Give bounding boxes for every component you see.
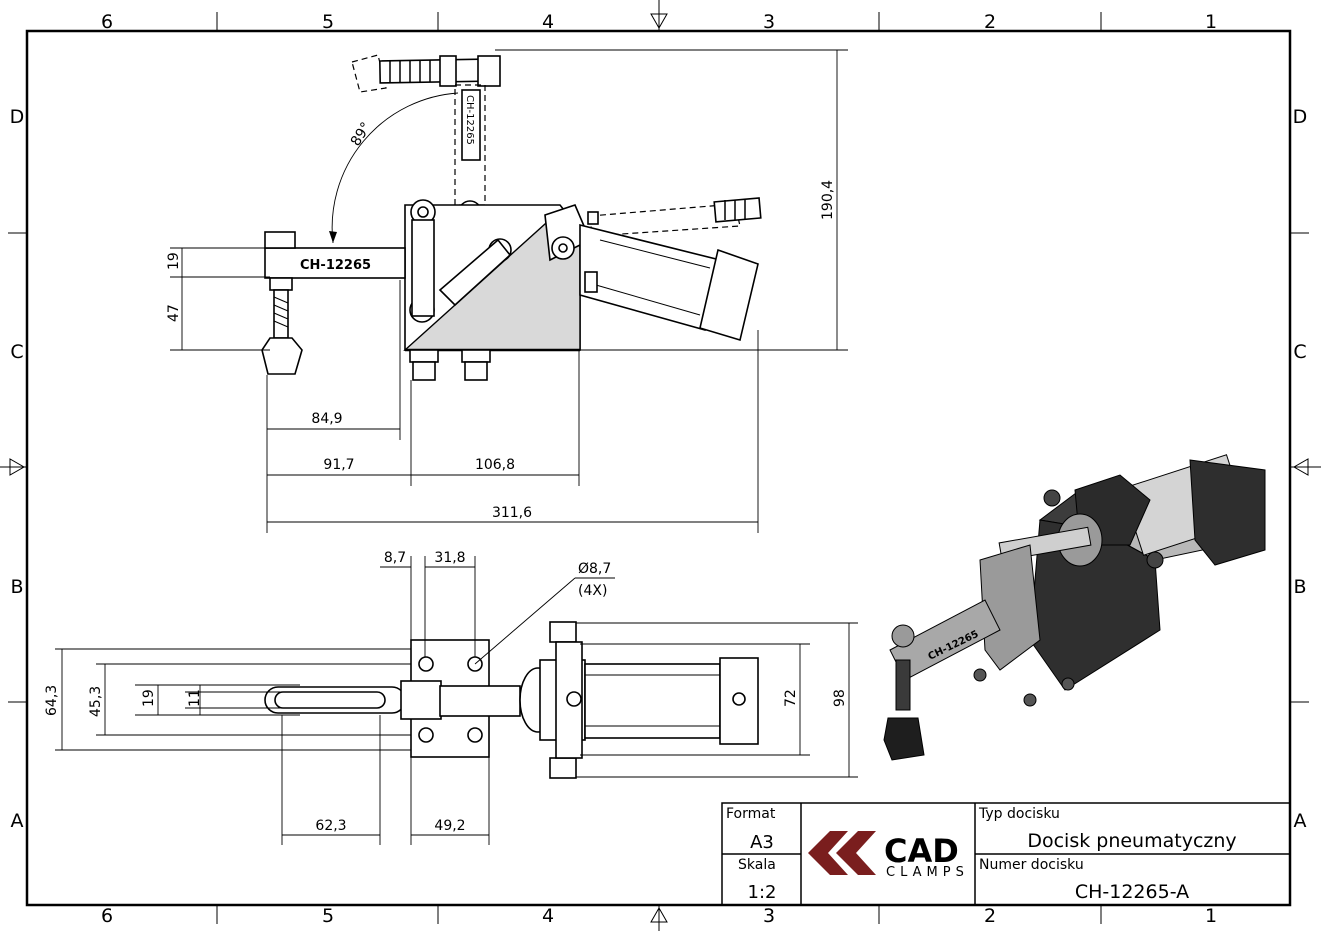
arrowhead [329, 231, 337, 243]
scale-label: Skala [738, 857, 776, 873]
dim-height-arm: 19 [166, 252, 182, 270]
zone-col-bottom: 2 [984, 905, 996, 927]
zone-row-right: B [1293, 576, 1306, 598]
format-value: A3 [750, 832, 774, 853]
isometric-view: CH-12265 [883, 454, 1266, 761]
dim-62-3: 62,3 [315, 818, 346, 834]
zone-labels: 6 5 4 3 2 1 6 5 4 3 2 1 D C B A D C B A [10, 11, 1308, 927]
zone-col-top: 2 [984, 11, 996, 33]
dim-19: 19 [141, 689, 157, 707]
zone-col-bottom: 6 [101, 905, 113, 927]
dim-45-3: 45,3 [88, 686, 104, 717]
cad-clamps-logo: CAD CLAMPS [808, 831, 969, 880]
scale-value: 1:2 [748, 882, 777, 903]
dim-8-7: 8,7 [384, 550, 406, 566]
side-view: CH-12265 [166, 49, 848, 533]
open-position-outline: CH-12265 [351, 54, 762, 237]
top-view: 64,3 45,3 19 11 72 98 8,7 31,8 Ø8,7 [44, 550, 858, 845]
part-label: CH-12265 [300, 258, 371, 273]
dim-49-2: 49,2 [434, 818, 465, 834]
zone-row-left: D [10, 106, 25, 128]
type-value: Docisk pneumatyczny [1027, 830, 1236, 852]
dim-height-total: 190,4 [820, 180, 836, 220]
title-block: Format A3 Skala 1:2 Typ docisku Docisk p… [721, 802, 1291, 906]
dim-106-8: 106,8 [475, 457, 515, 473]
dim-hole-diameter: Ø8,7 [578, 561, 611, 577]
dim-91-7: 91,7 [323, 457, 354, 473]
zone-col-top: 3 [763, 11, 775, 33]
zone-col-top: 4 [542, 11, 554, 33]
zone-col-bottom: 4 [542, 905, 554, 927]
clamp-body [403, 199, 592, 381]
dim-64-3: 64,3 [44, 685, 60, 716]
zone-row-right: C [1293, 341, 1306, 363]
format-label: Format [726, 806, 776, 822]
clamping-arm: CH-12265 [261, 231, 406, 375]
zone-row-right: A [1294, 810, 1307, 832]
pneumatic-cylinder [579, 211, 759, 342]
logo-sub-text: CLAMPS [886, 865, 969, 880]
dim-11: 11 [187, 689, 203, 707]
zone-col-bottom: 1 [1205, 905, 1217, 927]
zone-col-top: 6 [101, 11, 113, 33]
dim-311-6: 311,6 [492, 505, 532, 521]
zone-row-left: C [10, 341, 23, 363]
zone-row-left: A [11, 810, 24, 832]
dim-height-spindle: 47 [166, 304, 182, 322]
zone-col-bottom: 5 [322, 905, 334, 927]
zone-col-bottom: 3 [763, 905, 775, 927]
number-value: CH-12265-A [1075, 881, 1189, 903]
logo-main-text: CAD [884, 832, 959, 870]
dim-98: 98 [832, 689, 848, 707]
dim-hole-count: (4X) [578, 583, 607, 599]
number-label: Numer docisku [979, 857, 1084, 873]
rotated-part-label: CH-12265 [464, 95, 475, 145]
type-label: Typ docisku [978, 806, 1060, 822]
zone-row-right: D [1293, 106, 1308, 128]
dim-84-9: 84,9 [311, 411, 342, 427]
zone-row-left: B [10, 576, 23, 598]
drawing-frame [8, 12, 1309, 924]
angle-arc [331, 92, 459, 244]
dim-72: 72 [783, 689, 799, 707]
dim-31-8: 31,8 [434, 550, 465, 566]
angle-label: 89° [348, 120, 375, 150]
zone-col-top: 1 [1205, 11, 1217, 33]
zone-col-top: 5 [322, 11, 334, 33]
